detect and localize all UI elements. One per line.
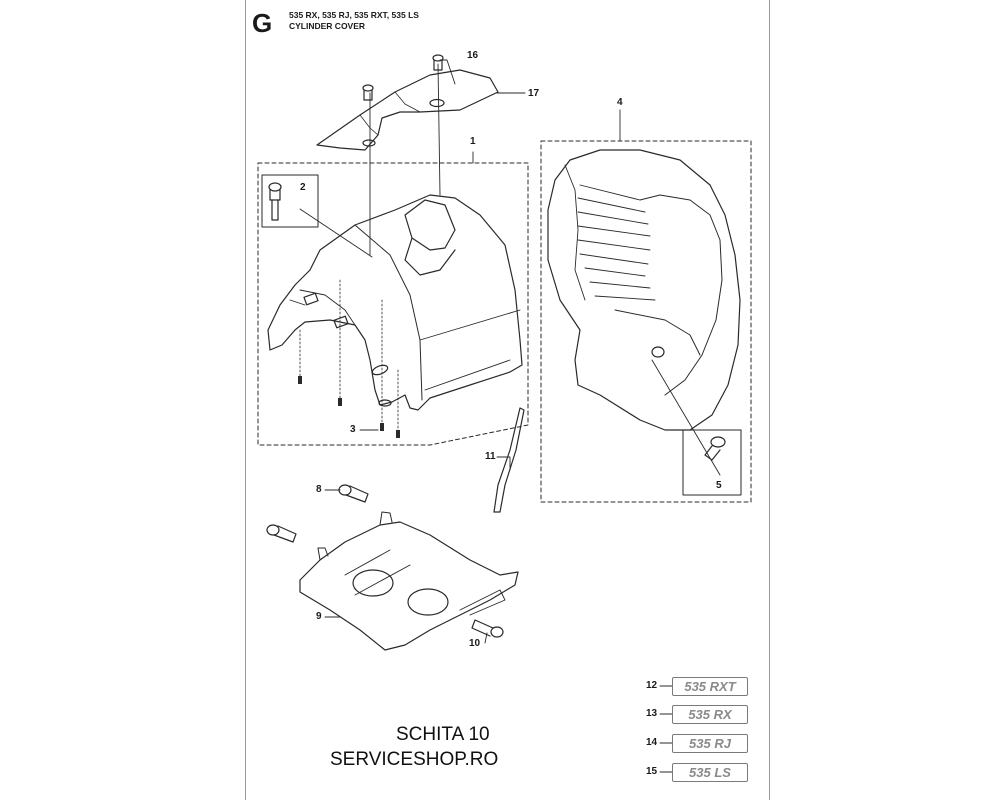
model-list: 535 RX, 535 RJ, 535 RXT, 535 LS (289, 10, 419, 20)
screw-8 (338, 484, 369, 503)
inset-box-5 (682, 429, 742, 496)
ref-9: 9 (316, 611, 322, 622)
inset-box-2 (261, 174, 319, 228)
ref-17: 17 (528, 88, 540, 99)
ref-10: 10 (469, 638, 481, 649)
caption-sketch: SCHITA 10 (396, 724, 490, 745)
section-title: CYLINDER COVER (289, 21, 366, 31)
screw-2 (268, 182, 282, 221)
badge-535-ls: 535 LS (672, 763, 748, 782)
part-11-seal (493, 407, 525, 513)
badge-535-rx: 535 RX (672, 705, 748, 724)
ref-3: 3 (350, 424, 356, 435)
badge-535-rxt: 535 RXT (672, 677, 748, 696)
part-9-base-plate (299, 521, 519, 651)
badge-num-14: 14 (646, 737, 658, 748)
caption-site: SERVICESHOP.RO (330, 749, 499, 770)
group-box-1 (257, 162, 529, 446)
ref-11: 11 (485, 451, 496, 462)
group-box-4 (540, 140, 752, 503)
ref-2: 2 (300, 182, 306, 193)
badge-535-rj: 535 RJ (672, 734, 748, 753)
screws-3 (299, 279, 399, 433)
part-17-bracket (316, 69, 499, 151)
ref-5: 5 (716, 480, 722, 491)
drawing-sheet (245, 0, 770, 800)
screw-10 (471, 619, 504, 638)
part-4-shroud (547, 149, 741, 431)
leader-lines (299, 59, 721, 773)
badge-num-15: 15 (646, 766, 658, 777)
screw-5 (704, 436, 726, 461)
screw-16 (432, 54, 444, 71)
ref-16: 16 (467, 50, 479, 61)
ref-1: 1 (470, 136, 476, 147)
screw-9-left (266, 524, 297, 543)
badge-num-12: 12 (646, 680, 658, 691)
badge-num-13: 13 (646, 708, 658, 719)
screw-bracket (362, 84, 374, 101)
part-1-cylinder-cover (267, 194, 523, 411)
ref-8: 8 (316, 484, 322, 495)
section-letter: G (252, 8, 273, 38)
ref-4: 4 (617, 97, 623, 108)
